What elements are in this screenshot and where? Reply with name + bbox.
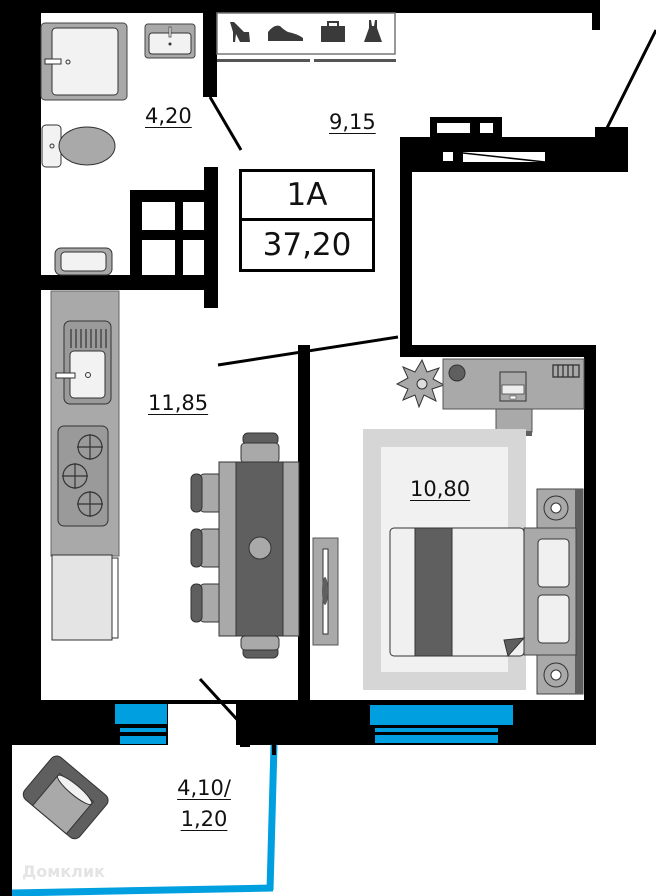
desk xyxy=(442,358,585,436)
dress-icon xyxy=(364,20,382,42)
hallway-area-label: 9,15 xyxy=(329,110,376,134)
apartment-name: 1A xyxy=(242,172,372,221)
double-bed xyxy=(389,488,584,695)
sneaker-icon xyxy=(268,25,303,41)
dining-table xyxy=(190,432,300,659)
briefcase-icon xyxy=(321,21,345,42)
wardrobe xyxy=(216,12,396,62)
kitchen-counter xyxy=(50,290,120,641)
tv-stand xyxy=(312,537,339,646)
kitchen-area-label: 11,85 xyxy=(148,391,209,415)
washing-machine-sink xyxy=(54,247,113,276)
toilet xyxy=(41,124,116,168)
bathroom-sink xyxy=(144,23,196,59)
balcony-area-label: 4,10/ 1,20 xyxy=(168,773,240,835)
balcony-area-reduced: 1,20 xyxy=(180,807,228,831)
armchair xyxy=(22,755,109,840)
high-heel-shoe-icon xyxy=(230,22,250,42)
walls xyxy=(0,0,628,896)
balcony-area: 4,10/ xyxy=(177,776,231,800)
apartment-total-area: 37,20 xyxy=(262,226,352,263)
windows xyxy=(115,704,513,744)
watermark: Домклик xyxy=(22,862,105,881)
plant-icon xyxy=(395,358,446,409)
apartment-badge: 1A 37,20 xyxy=(239,169,375,272)
bathroom-area-label: 4,20 xyxy=(145,104,192,128)
shower-tray xyxy=(40,22,128,101)
bedroom-area-label: 10,80 xyxy=(410,477,471,501)
